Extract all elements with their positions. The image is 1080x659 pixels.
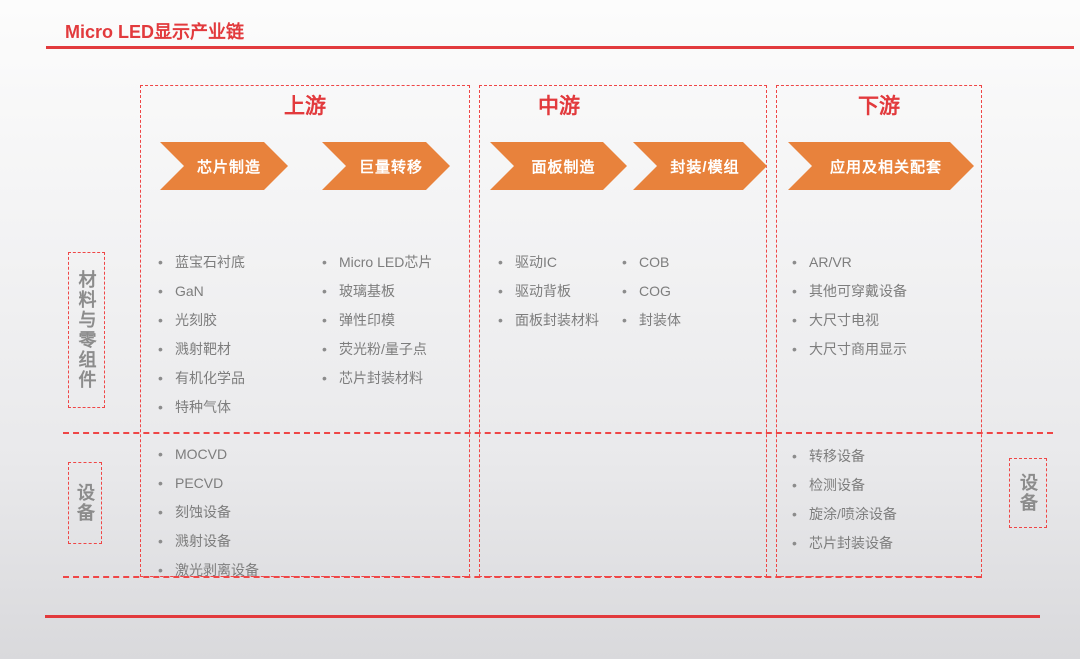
row-label-materials: 材料与零组件 (68, 252, 105, 408)
list-item: 有机化学品 (158, 364, 245, 393)
list-item: 弹性印模 (322, 306, 432, 335)
bottom-dashed-divider (63, 576, 982, 578)
list-item: 大尺寸电视 (792, 306, 907, 335)
list-item: 封装体 (622, 306, 681, 335)
list-item: COB (622, 248, 681, 277)
list-item: 大尺寸商用显示 (792, 335, 907, 364)
page-title: Micro LED显示产业链 (65, 22, 245, 42)
list-item: 蓝宝石衬底 (158, 248, 245, 277)
list-item: 其他可穿戴设备 (792, 277, 907, 306)
list-item: 光刻胶 (158, 306, 245, 335)
upstream-header: 上游 (284, 95, 326, 118)
upstream-materials-list-2: Micro LED芯片玻璃基板弹性印模荧光粉/量子点芯片封装材料 (322, 248, 432, 393)
list-item: 芯片封装材料 (322, 364, 432, 393)
list-item: 检测设备 (792, 471, 897, 500)
list-item: 驱动IC (498, 248, 599, 277)
arrow-applications: 应用及相关配套 (788, 142, 974, 190)
list-item: Micro LED芯片 (322, 248, 432, 277)
materials-equipment-divider (63, 432, 1053, 434)
list-item: 面板封装材料 (498, 306, 599, 335)
list-item: GaN (158, 277, 245, 306)
list-item: 激光剥离设备 (158, 556, 259, 585)
list-item: 转移设备 (792, 442, 897, 471)
bottom-rule (45, 615, 1040, 618)
downstream-equipment-list: 转移设备检测设备旋涂/喷涂设备芯片封装设备 (792, 442, 897, 558)
upstream-materials-list-1: 蓝宝石衬底GaN光刻胶溅射靶材有机化学品特种气体 (158, 248, 245, 422)
list-item: 玻璃基板 (322, 277, 432, 306)
list-item: 芯片封装设备 (792, 529, 897, 558)
list-item: 驱动背板 (498, 277, 599, 306)
downstream-materials-list: AR/VR其他可穿戴设备大尺寸电视大尺寸商用显示 (792, 248, 907, 364)
list-item: 荧光粉/量子点 (322, 335, 432, 364)
list-item: 溅射靶材 (158, 335, 245, 364)
list-item: AR/VR (792, 248, 907, 277)
midstream-materials-list-1: 驱动IC驱动背板面板封装材料 (498, 248, 599, 335)
list-item: MOCVD (158, 440, 259, 469)
midstream-header: 中游 (538, 95, 580, 118)
downstream-header: 下游 (858, 95, 900, 118)
list-item: PECVD (158, 469, 259, 498)
list-item: 特种气体 (158, 393, 245, 422)
arrow-packaging-module: 封装/模组 (633, 142, 767, 190)
midstream-materials-list-2: COBCOG封装体 (622, 248, 681, 335)
row-label-equipment-left: 设备 (68, 462, 102, 544)
upstream-equipment-list: MOCVDPECVD刻蚀设备溅射设备激光剥离设备 (158, 440, 259, 585)
title-underline (46, 46, 1074, 49)
list-item: 刻蚀设备 (158, 498, 259, 527)
list-item: 旋涂/喷涂设备 (792, 500, 897, 529)
list-item: 溅射设备 (158, 527, 259, 556)
list-item: COG (622, 277, 681, 306)
row-label-equipment-right: 设备 (1009, 458, 1047, 528)
